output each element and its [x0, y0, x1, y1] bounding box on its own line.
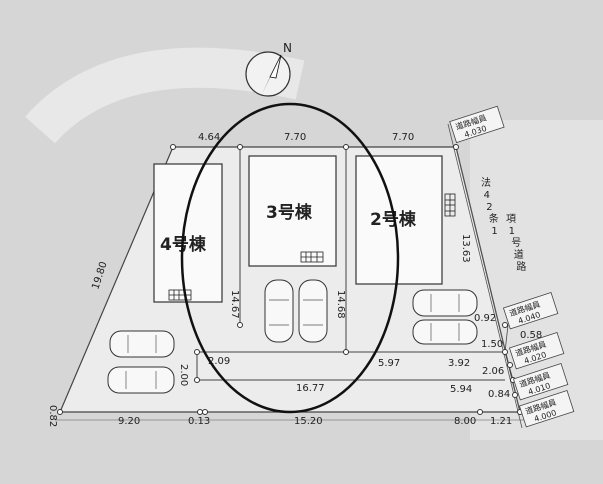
dim-209: 2.09	[208, 356, 230, 367]
dim-200: 2.00	[178, 364, 189, 386]
road-far-edge	[447, 123, 523, 429]
dim-150: 1.50	[481, 339, 503, 350]
dim-right-side: 13.63	[460, 234, 471, 263]
road-note-char: 4	[484, 190, 490, 201]
road-note-char: 法	[481, 176, 491, 189]
boundary-markers	[57, 144, 523, 415]
highlight-ellipse	[180, 102, 400, 414]
road-note-char: 道	[514, 248, 524, 261]
road-note-char: 項	[506, 213, 516, 225]
road-note-char: 2	[486, 202, 492, 213]
dim-1677: 16.77	[296, 383, 325, 394]
dim-594: 5.94	[450, 384, 472, 395]
road-note-char: 1	[491, 226, 497, 237]
dim-920: 9.20	[118, 416, 140, 427]
dim-top-left: 4.64	[198, 132, 220, 143]
dim-top-right: 7.70	[392, 132, 414, 143]
fixture-grid-icon	[168, 193, 456, 301]
dim-1468: 14.68	[335, 290, 346, 319]
north-arrow-icon: N	[245, 41, 292, 97]
dim-800: 8.00	[454, 416, 476, 427]
dim-206: 2.06	[482, 366, 504, 377]
dim-082: 0.82	[47, 405, 58, 427]
dim-392: 3.92	[448, 358, 470, 369]
dim-121: 1.21	[490, 416, 512, 427]
dim-597: 5.97	[378, 358, 400, 369]
building-3	[248, 155, 337, 267]
dim-left-side: 19.80	[90, 260, 109, 291]
road-note-char: 1	[509, 226, 515, 237]
building-4	[153, 163, 223, 303]
dim-top-mid: 7.70	[284, 132, 306, 143]
dim-058: 0.58	[520, 330, 542, 341]
dim-013: 0.13	[188, 416, 210, 427]
road-note-char: 条	[489, 212, 499, 225]
building-3-label: 3号棟	[266, 202, 313, 223]
road-note-char: 号	[511, 237, 521, 249]
dim-084: 0.84	[488, 389, 510, 400]
dim-1467: 14.67	[229, 290, 240, 319]
compass-label: N	[283, 41, 292, 55]
road-note-char: 路	[516, 260, 526, 273]
dim-092: 0.92	[474, 313, 496, 324]
car-icon	[107, 279, 478, 394]
dim-1520: 15.20	[294, 416, 323, 427]
